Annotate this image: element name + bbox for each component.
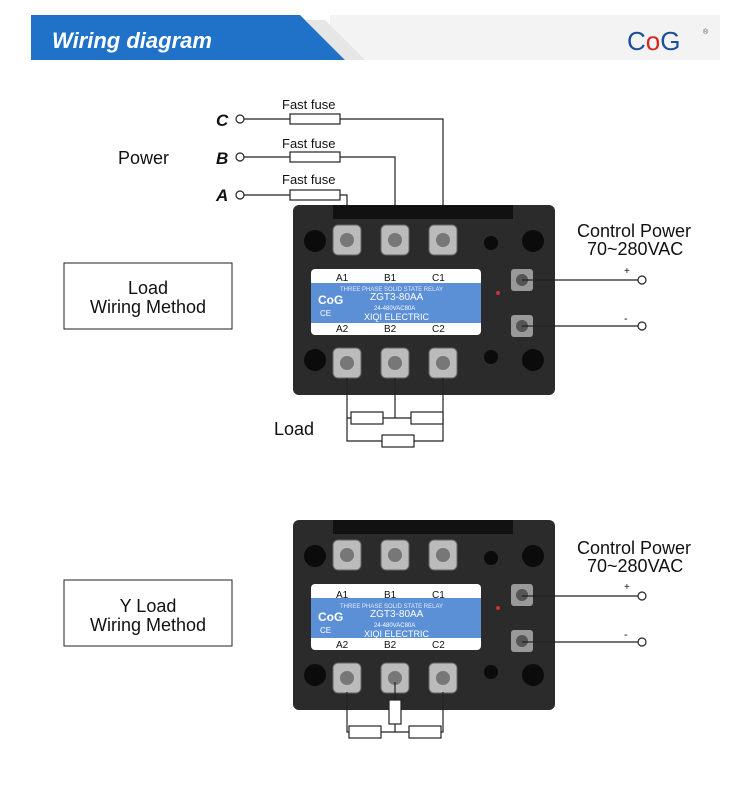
method-subtitle: Wiring Method <box>90 297 206 317</box>
method-subtitle: Wiring Method <box>90 615 206 635</box>
fuse <box>289 113 341 125</box>
fuse-label: Fast fuse <box>282 97 335 112</box>
terminal-label: C2 <box>432 324 445 335</box>
plus-sign: + <box>624 582 630 593</box>
plus-sign: + <box>624 266 630 277</box>
registered-mark: ® <box>703 28 709 36</box>
control-voltage-label: 70~280VAC <box>587 239 683 259</box>
terminal-label: A2 <box>336 324 349 335</box>
control-voltage-label: 70~280VAC <box>587 556 683 576</box>
delta-load-diagram: Power C B A Fast fuse Fast fuse Fast fus… <box>63 97 691 448</box>
load-resistor <box>381 434 415 448</box>
minus-sign: - <box>624 629 628 641</box>
method-box <box>63 579 233 647</box>
terminal-label: C2 <box>432 640 445 651</box>
relay-rating: 24-480VAC80A <box>374 623 415 629</box>
relay-type: THREE PHASE SOLID STATE RELAY <box>340 604 443 610</box>
terminal-label: C1 <box>432 590 445 601</box>
load-resistor <box>408 725 442 739</box>
terminal-label: B1 <box>384 590 397 601</box>
terminal-label: B2 <box>384 640 397 651</box>
phase-c-label: C <box>216 111 229 130</box>
fuse-label: Fast fuse <box>282 172 335 187</box>
fuse <box>289 189 341 201</box>
relay-model: ZGT3-80AA <box>370 609 424 620</box>
phase-b-label: B <box>216 149 228 168</box>
relay-type: THREE PHASE SOLID STATE RELAY <box>340 287 443 293</box>
minus-sign: - <box>624 313 628 325</box>
relay-maker: XIQI ELECTRIC <box>364 629 430 639</box>
terminal-label: A1 <box>336 590 349 601</box>
terminal-label: C1 <box>432 273 445 284</box>
load-resistor <box>350 411 384 425</box>
relay-brand: CoG <box>318 610 343 624</box>
ce-mark: CE <box>320 626 331 635</box>
header-banner: Wiring diagram CoG ® <box>31 15 720 60</box>
relay-rating: 24-480VAC80A <box>374 306 415 312</box>
load-resistor <box>348 725 382 739</box>
terminal-label: A2 <box>336 640 349 651</box>
phase-a-label: A <box>215 186 228 205</box>
y-load-diagram: A1 B1 C1 A2 B2 C2 THREE PHASE SOLID STAT… <box>63 519 691 739</box>
method-box <box>63 262 233 330</box>
terminal-label: B1 <box>384 273 397 284</box>
method-title: Y Load <box>120 596 177 616</box>
ce-mark: CE <box>320 309 331 318</box>
method-title: Load <box>128 278 168 298</box>
fuse-label: Fast fuse <box>282 136 335 151</box>
relay-model: ZGT3-80AA <box>370 292 424 303</box>
brand-logo: CoG <box>627 26 680 56</box>
header-title: Wiring diagram <box>52 28 212 53</box>
relay-brand: CoG <box>318 293 343 307</box>
power-label: Power <box>118 148 169 168</box>
load-resistor <box>410 411 444 425</box>
relay-maker: XIQI ELECTRIC <box>364 312 430 322</box>
load-resistor <box>388 699 402 725</box>
control-power-label: Control Power <box>577 221 691 241</box>
fuse <box>289 151 341 163</box>
load-label: Load <box>274 419 314 439</box>
terminal-label: A1 <box>336 273 349 284</box>
control-power-label: Control Power <box>577 538 691 558</box>
terminal-label: B2 <box>384 324 397 335</box>
